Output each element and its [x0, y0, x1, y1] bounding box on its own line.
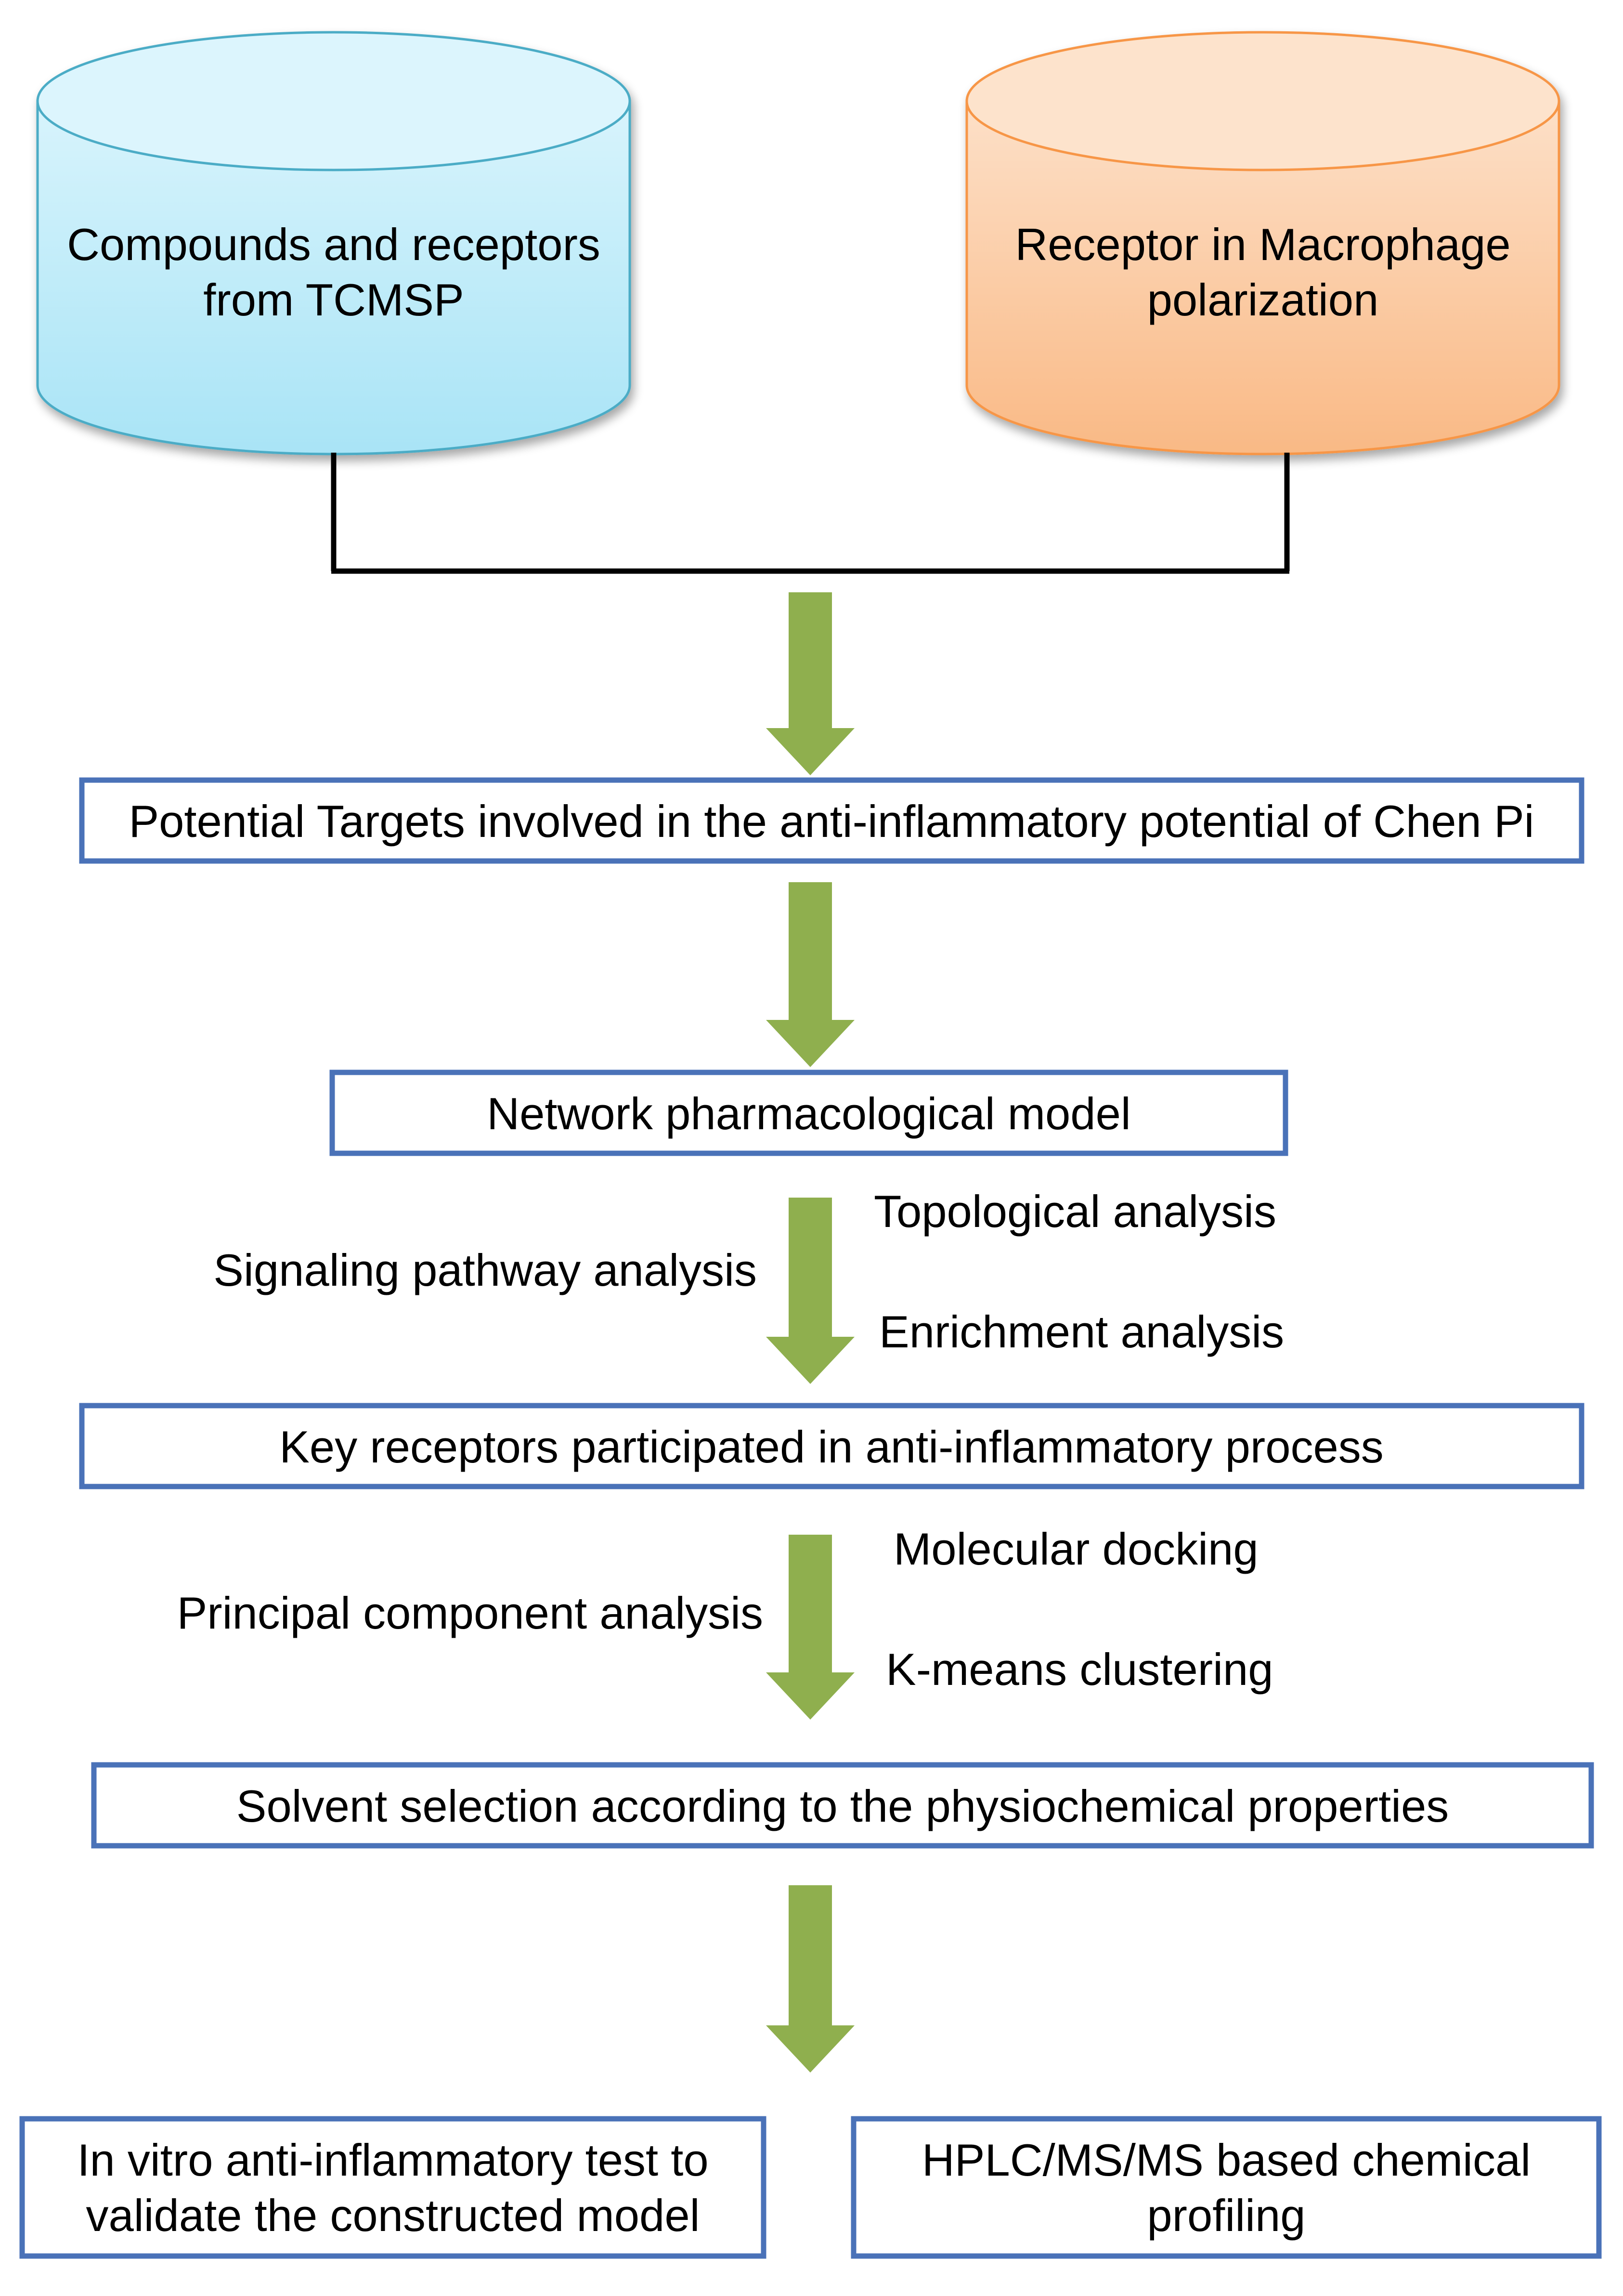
source-left-line1: Compounds and receptors: [67, 219, 600, 270]
annotation-kmeans: K-means clustering: [886, 1644, 1273, 1695]
flow-arrow-1: [766, 592, 855, 775]
output-invitro-line2: validate the constructed model: [86, 2190, 700, 2241]
cylinder-top-right: [965, 31, 1560, 171]
cylinder-body-right: [965, 100, 1560, 456]
step-key-receptors: [79, 1403, 1584, 1489]
output-hplc-line2: profiling: [1147, 2190, 1305, 2241]
annotation-enrichment: Enrichment analysis: [879, 1306, 1284, 1357]
flow-arrow-4: [766, 1535, 855, 1720]
step-network-model-label: Network pharmacological model: [487, 1088, 1130, 1139]
step-solvent-selection: [91, 1762, 1594, 1849]
flow-arrow-3: [766, 1198, 855, 1384]
output-hplc-line1: HPLC/MS/MS based chemical: [922, 2135, 1531, 2185]
annotation-molecular-docking: Molecular docking: [894, 1524, 1259, 1574]
source-right-line2: polarization: [1147, 274, 1379, 325]
source-database-tcmsp: [36, 31, 631, 456]
annotation-topological: Topological analysis: [874, 1186, 1276, 1237]
flow-arrow-2: [766, 882, 855, 1067]
step-potential-targets-label: Potential Targets involved in the anti-i…: [129, 796, 1534, 847]
step-network-model: [329, 1070, 1288, 1156]
source-left-line2: from TCMSP: [203, 274, 464, 325]
output-invitro-test: [19, 2116, 766, 2259]
flow-arrow-5: [766, 1885, 855, 2073]
cylinder-top-left: [36, 31, 631, 171]
step-potential-targets: [79, 777, 1584, 864]
output-hplc-profiling: [851, 2116, 1602, 2259]
source-right-line1: Receptor in Macrophage: [1015, 219, 1510, 270]
step-solvent-selection-label: Solvent selection according to the physi…: [236, 1781, 1449, 1831]
output-invitro-line1: In vitro anti-inflammatory test to: [77, 2135, 708, 2185]
source-connector: [331, 453, 1290, 574]
source-database-macrophage: [965, 31, 1560, 456]
annotation-signaling-pathway: Signaling pathway analysis: [213, 1245, 757, 1295]
step-key-receptors-label: Key receptors participated in anti-infla…: [279, 1422, 1384, 1472]
annotation-pca: Principal component analysis: [177, 1588, 763, 1638]
cylinder-body-left: [36, 100, 631, 456]
